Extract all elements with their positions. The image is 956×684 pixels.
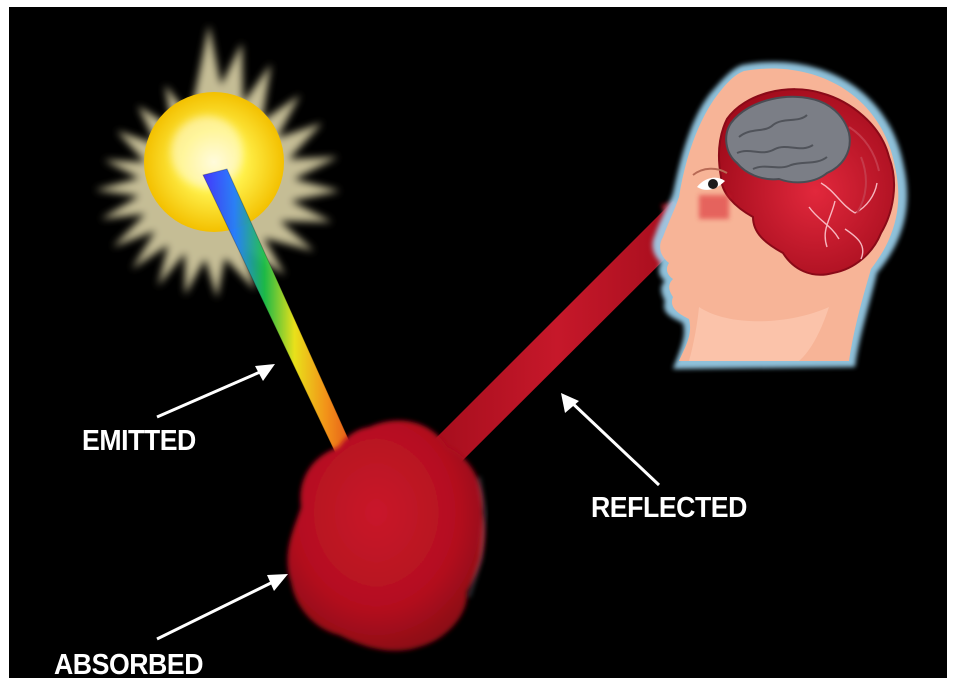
emitted-arrow [157, 364, 275, 417]
reflected-arrow [561, 393, 659, 485]
absorbed-arrow [157, 574, 288, 639]
sun-icon [95, 25, 340, 298]
diagram-canvas: EMITTED REFLECTED ABSORBED [9, 7, 947, 678]
absorbed-label: ABSORBED [54, 649, 203, 678]
red-object-blob [288, 421, 486, 651]
reflected-label: REFLECTED [591, 492, 747, 525]
emitted-label: EMITTED [82, 425, 196, 458]
color-perception-diagram [9, 7, 947, 678]
